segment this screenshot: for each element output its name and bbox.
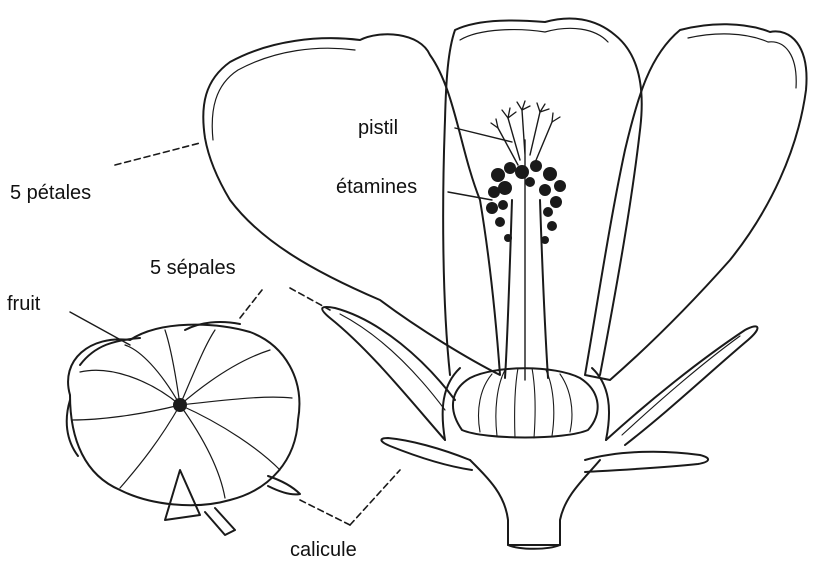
left-bract — [381, 438, 472, 470]
fruit-top — [173, 398, 187, 412]
left-petal — [203, 34, 500, 375]
stamens-leader — [448, 192, 492, 200]
leader-lines — [115, 143, 400, 525]
petals-label: 5 pétales — [10, 183, 91, 203]
pistil-column — [505, 200, 548, 378]
sepals-label: 5 sépales — [150, 258, 236, 278]
right-sepal — [606, 326, 757, 445]
stamen-cluster — [486, 160, 566, 244]
sepals-leader-left — [240, 290, 262, 318]
right-petal — [585, 24, 807, 380]
right-sepal-midrib — [622, 336, 740, 435]
fruit-drawing — [67, 322, 300, 535]
fruit-bract-right — [268, 476, 300, 494]
stamens-label: étamines — [336, 177, 417, 197]
left-sepal — [322, 307, 455, 440]
left-petal-inner-edge — [212, 48, 355, 140]
pistil-leader — [455, 128, 512, 142]
right-petal-inner-edge — [688, 34, 796, 88]
calyculus-leader-right — [350, 470, 400, 525]
center-petal-inner-edge — [460, 28, 608, 42]
petals-leader — [115, 143, 200, 165]
calyculus-label: calicule — [290, 540, 357, 560]
right-bract — [585, 452, 708, 472]
pistil-label: pistil — [358, 118, 398, 138]
fruit-bract-bottom — [165, 470, 200, 520]
fruit-label: fruit — [7, 294, 40, 314]
fruit-stalk — [205, 508, 235, 535]
stigma-branches — [491, 101, 560, 128]
left-sepal-midrib — [340, 314, 445, 410]
fruit-leader — [70, 312, 130, 345]
calyculus-leader-left — [300, 500, 350, 525]
flower-stem — [470, 460, 600, 545]
